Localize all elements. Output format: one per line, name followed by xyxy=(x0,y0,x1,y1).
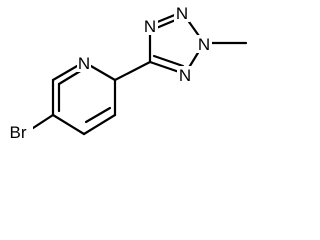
bromine-label: Br xyxy=(10,123,27,142)
atom-label-n2: N xyxy=(196,35,212,54)
bond-c5t-n4-double xyxy=(152,54,185,68)
tetrazole-n3-label: N xyxy=(176,4,188,23)
tetrazole-n1-label: N xyxy=(144,17,156,36)
bond-c5-br xyxy=(28,113,55,132)
chemical-structure: Br N N N N N xyxy=(3,4,248,142)
pyridine-nitrogen-label: N xyxy=(78,54,90,73)
bond-c3-c4-double xyxy=(84,106,112,124)
bond-c4-c5 xyxy=(51,113,86,136)
tetrazole-n2-label: N xyxy=(198,35,210,54)
pyridine-ring xyxy=(28,60,117,136)
atom-label-n1: N xyxy=(142,17,158,36)
atom-label-n3: N xyxy=(174,4,190,23)
atom-label-n4: N xyxy=(177,66,193,85)
atom-label-n-pyridine: N xyxy=(77,54,91,73)
bond-c3-c4 xyxy=(82,113,117,136)
tetrazole-n4-label: N xyxy=(179,66,191,85)
bond-c6-n-double xyxy=(57,68,84,86)
bond-pyridine-tetrazole xyxy=(113,60,152,82)
atom-label-br: Br xyxy=(3,122,33,142)
